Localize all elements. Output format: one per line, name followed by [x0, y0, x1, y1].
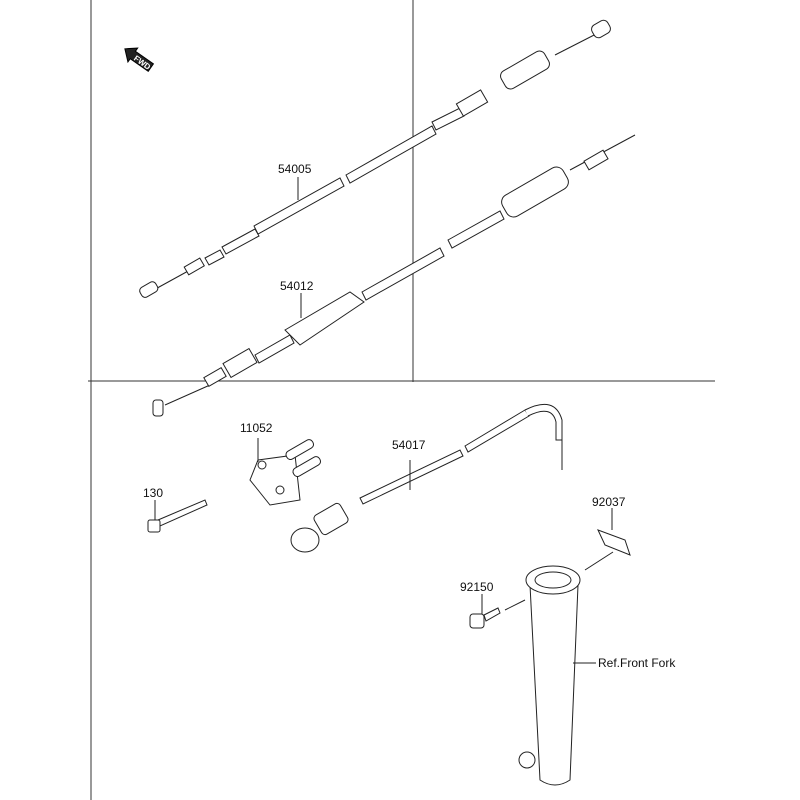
fwd-arrow-icon: FWD — [124, 47, 155, 72]
cable-54012 — [152, 134, 636, 417]
reference-front-fork: Ref.Front Fork — [598, 656, 676, 670]
part-label-54012[interactable]: 54012 — [280, 279, 314, 293]
part-label-92037[interactable]: 92037 — [592, 495, 626, 509]
frame-lines — [88, 0, 715, 800]
front-fork — [518, 565, 581, 786]
part-label-11052[interactable]: 11052 — [240, 421, 273, 435]
cable-54005 — [139, 19, 611, 298]
bolt-92150 — [469, 599, 526, 629]
part-label-92150[interactable]: 92150 — [460, 580, 494, 594]
part-label-54005[interactable]: 54005 — [278, 162, 312, 176]
bracket-11052 — [249, 439, 322, 506]
bolt-130 — [147, 499, 208, 533]
part-label-54017[interactable]: 54017 — [392, 438, 426, 452]
clip-92037 — [584, 529, 631, 571]
leader-lines — [154, 177, 613, 664]
part-label-130[interactable]: 130 — [143, 486, 164, 500]
cable-54017 — [290, 403, 563, 553]
